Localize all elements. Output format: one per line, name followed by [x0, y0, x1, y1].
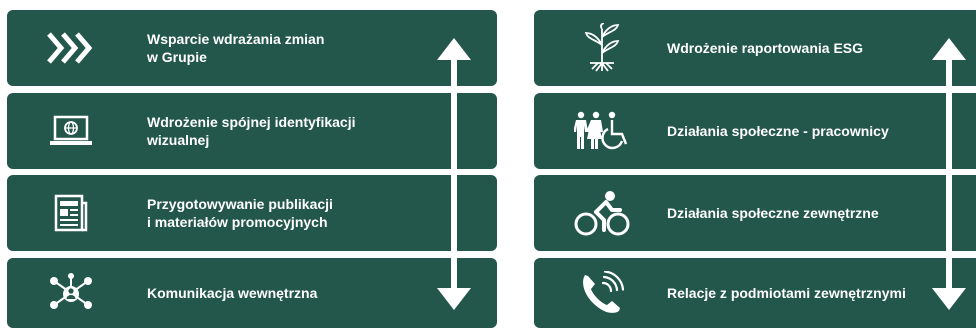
card-label: Wdrożenie spójnej identyfikacji wizualne… [147, 114, 356, 148]
plant-icon [574, 20, 630, 76]
card-label: Wsparcie wdrażania zmian w Grupie [147, 31, 325, 65]
card-external-social: Działania społeczne zewnętrzne [534, 175, 976, 251]
double-arrow-icon [437, 38, 471, 310]
card-visual-identity: Wdrożenie spójnej identyfikacji wizualne… [7, 93, 497, 169]
card-change-support: Wsparcie wdrażania zmian w Grupie [7, 10, 497, 86]
card-label: Komunikacja wewnętrzna [147, 285, 318, 301]
people-accessibility-icon [574, 103, 634, 159]
chevrons-right-icon [43, 20, 99, 76]
phone-call-icon [574, 265, 630, 321]
card-publications: Przygotowywanie publikacji i materiałów … [7, 175, 497, 251]
laptop-globe-icon [43, 103, 99, 159]
card-external-relations: Relacje z podmiotami zewnętrznymi [534, 258, 976, 328]
newspaper-icon [43, 185, 99, 241]
card-label: Przygotowywanie publikacji i materiałów … [147, 196, 333, 230]
double-arrow-icon [932, 38, 966, 310]
card-label: Działania społeczne - pracownicy [667, 123, 889, 139]
card-internal-communication: Komunikacja wewnętrzna [7, 258, 497, 328]
network-people-icon [43, 265, 99, 321]
cyclist-icon [574, 185, 630, 241]
card-esg-reporting: Wdrożenie raportowania ESG [534, 10, 976, 86]
card-label: Wdrożenie raportowania ESG [667, 40, 864, 56]
card-label: Relacje z podmiotami zewnętrznymi [667, 285, 906, 301]
card-label: Działania społeczne zewnętrzne [667, 205, 879, 221]
card-employee-social: Działania społeczne - pracownicy [534, 93, 976, 169]
